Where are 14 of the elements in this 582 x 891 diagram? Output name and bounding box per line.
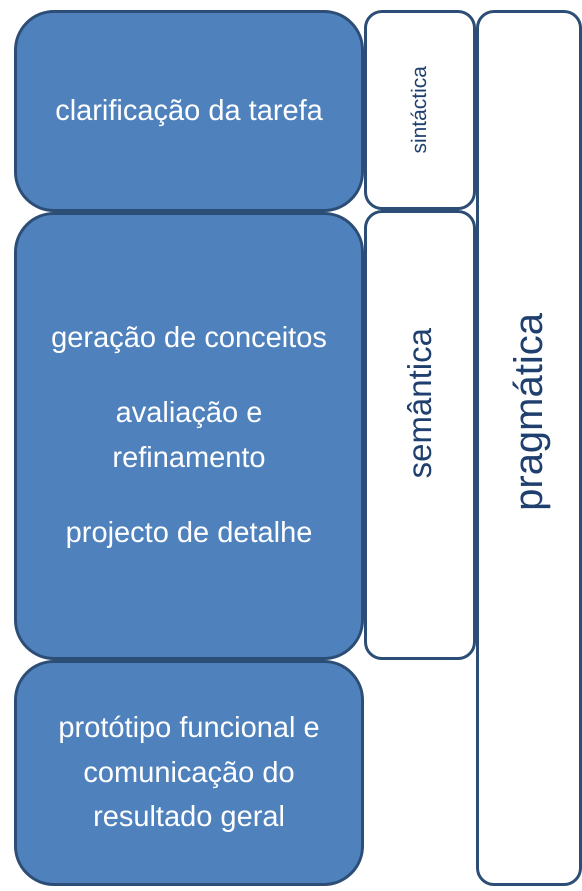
phase-box [14,212,364,660]
phase-label: clarificação da tarefa [55,94,323,129]
phase-box [14,660,364,886]
phase-box [14,10,364,212]
phase-label: avaliação e refinamento [111,396,267,476]
phase-label: geração de conceitos [51,321,327,356]
level-band [364,210,476,660]
level-band [364,10,476,210]
level-label: pragmática [506,313,552,511]
level-label: semântica [401,328,439,478]
phase-label: projecto de detalhe [66,516,312,551]
level-band [476,10,582,886]
phase-label: protótipo funcional e comunicação do resultado geral [57,710,321,836]
level-label: sintáctica [408,66,432,154]
